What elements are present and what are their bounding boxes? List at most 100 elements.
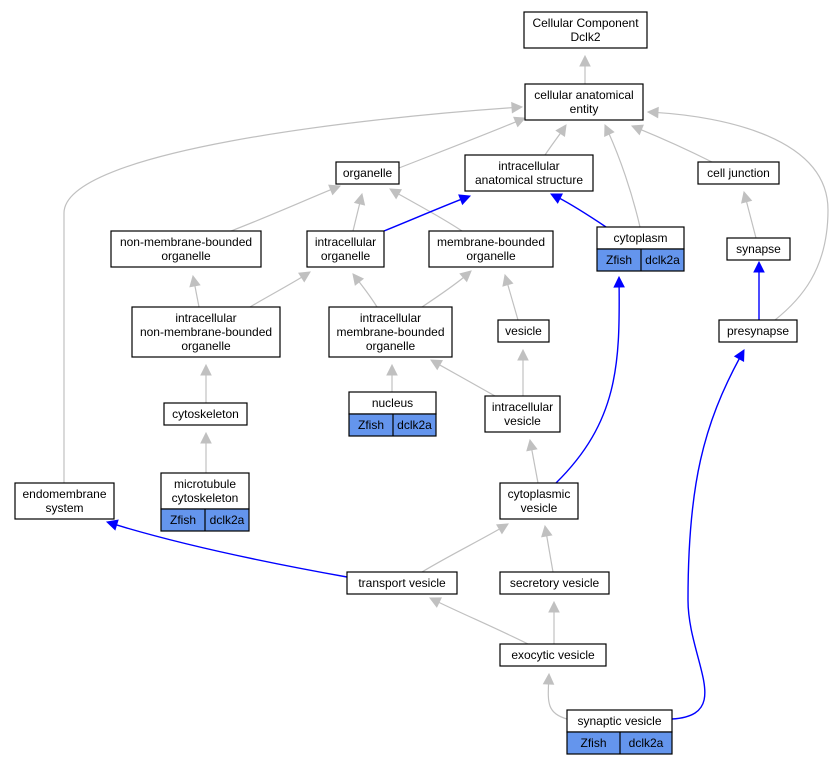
annotation-gene[interactable]: dclk2a <box>397 418 432 432</box>
edge-vesicle-to-mbo <box>502 273 519 321</box>
edge-exocytic-to-secretory <box>548 600 560 644</box>
edge-arrowhead <box>555 124 567 137</box>
edges <box>63 54 829 720</box>
edge-cytoplasm-to-ias <box>550 193 607 228</box>
annotation-species[interactable]: Zfish <box>580 736 606 750</box>
node-box <box>110 230 262 268</box>
node-presynapse[interactable]: presynapse <box>718 319 798 343</box>
edge-arrowhead <box>459 270 472 283</box>
node-label-line: cytoskeleton <box>172 491 239 505</box>
node-label-line: organelle <box>181 339 231 353</box>
node-inmbo[interactable]: intracellularnon-membrane-boundedorganel… <box>131 306 281 358</box>
edge-mbo-to-organelle <box>389 188 463 232</box>
edge-arrowhead <box>386 363 398 376</box>
node-box <box>497 319 550 343</box>
annotation-gene[interactable]: dclk2a <box>210 513 245 527</box>
edge-presynapse-to-cae <box>646 106 829 321</box>
node-label-line: intracellular <box>315 235 376 249</box>
node-label-line: synapse <box>736 242 781 256</box>
edge-celljunction-to-cae <box>630 124 713 163</box>
node-label-line: intracellular <box>175 311 236 325</box>
edge-nucleus-to-imbo <box>386 363 398 392</box>
edge-arrowhead <box>753 260 765 273</box>
edge-nmbo-to-organelle <box>230 184 342 232</box>
edge-arrowhead <box>604 123 615 137</box>
node-box <box>428 230 554 268</box>
node-label-line: cytoplasmic <box>508 487 571 501</box>
node-cytoskeleton[interactable]: cytoskeleton <box>163 402 248 426</box>
edge-transport-to-cytovesicle <box>421 523 509 573</box>
node-secretory[interactable]: secretory vesicle <box>499 571 610 595</box>
node-celljunction[interactable]: cell junction <box>697 161 780 185</box>
edge-arrowhead <box>541 524 553 538</box>
edge-inmbo-to-io <box>249 271 311 308</box>
edge-arrowhead <box>579 54 591 67</box>
node-label-line: secretory vesicle <box>510 576 600 590</box>
edge-mtcyto-to-cytoskeleton <box>200 431 212 473</box>
edge-arrowhead <box>542 672 555 685</box>
node-box <box>524 83 644 121</box>
edge-arrowhead <box>550 193 563 204</box>
annotation-species[interactable]: Zfish <box>358 418 384 432</box>
node-box <box>328 306 453 358</box>
edge-arrowhead <box>200 431 212 444</box>
node-box <box>14 482 115 520</box>
node-synapse[interactable]: synapse <box>726 237 791 261</box>
node-label-line: intracellular <box>360 311 421 325</box>
edge-arrowhead <box>630 124 644 136</box>
node-organelle[interactable]: organelle <box>335 161 400 185</box>
annotation-gene[interactable]: dclk2a <box>629 736 664 750</box>
edge-exocytic-to-transport <box>428 597 529 645</box>
node-box <box>464 154 594 192</box>
edge-arrowhead <box>548 600 560 613</box>
node-box <box>499 643 607 667</box>
edge-arrowhead <box>328 184 342 196</box>
node-label-line: cellular anatomical <box>534 88 633 102</box>
node-vesicle[interactable]: vesicle <box>497 319 550 343</box>
edge-ias-to-cae <box>544 124 567 156</box>
node-exocytic[interactable]: exocytic vesicle <box>499 643 607 667</box>
node-label-line: entity <box>570 102 599 116</box>
node-label-line: microtubule <box>174 477 236 491</box>
edge-endomembrane-to-cae <box>63 101 524 483</box>
node-label-line: synaptic vesicle <box>577 714 661 728</box>
node-label-line: Cellular Component <box>532 16 639 30</box>
node-box <box>346 571 458 595</box>
edge-presynapse-to-synapse <box>753 260 765 320</box>
edge-arrowhead <box>613 275 625 288</box>
node-box <box>499 571 610 595</box>
node-label-line: presynapse <box>727 324 789 338</box>
edge-arrowhead <box>389 188 402 200</box>
node-box <box>718 319 798 343</box>
annotation-species[interactable]: Zfish <box>606 253 632 267</box>
annotation-gene[interactable]: dclk2a <box>645 253 680 267</box>
edge-cytoskeleton-to-inmbo <box>200 363 212 403</box>
node-label-line: vesicle <box>504 414 541 428</box>
edge-arrowhead <box>298 271 311 283</box>
annotation-species[interactable]: Zfish <box>170 513 196 527</box>
node-label-line: membrane-bounded <box>437 235 545 249</box>
edge-arrowhead <box>511 101 524 114</box>
edge-arrowhead <box>200 363 212 376</box>
node-label-line: membrane-bounded <box>336 325 444 339</box>
edge-arrowhead <box>430 359 443 371</box>
edge-arrowhead <box>741 190 753 204</box>
node-box <box>726 237 791 261</box>
node-transport[interactable]: transport vesicle <box>346 571 458 595</box>
node-label-line: endomembrane <box>22 487 106 501</box>
edge-arrowhead <box>646 106 659 119</box>
